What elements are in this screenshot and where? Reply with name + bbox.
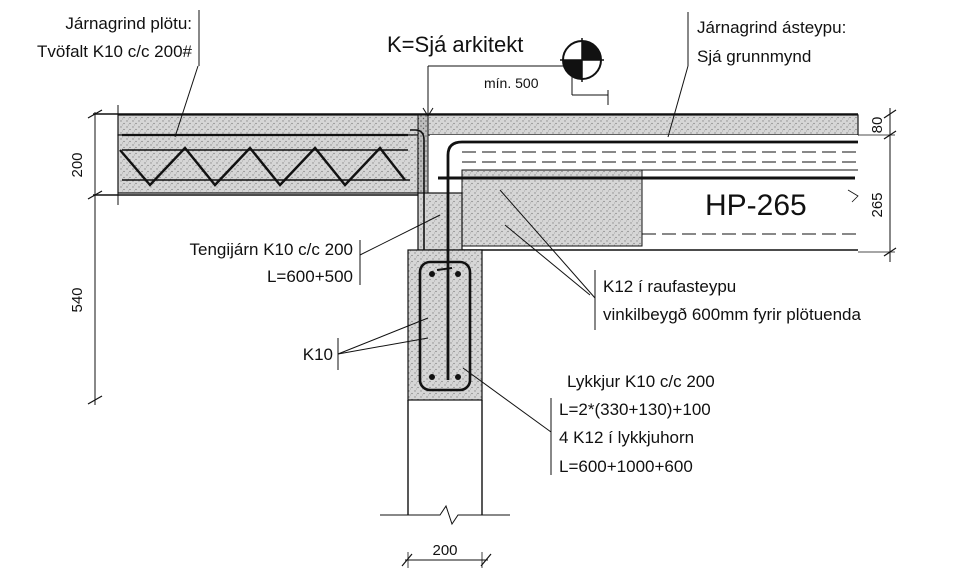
dim-200-bottom: 200 (432, 542, 457, 559)
topping-slab (93, 113, 859, 136)
hp-265-label: HP-265 (705, 189, 807, 222)
leader-lines (174, 10, 689, 475)
hollow-core-slab (430, 135, 858, 251)
joint-strip (417, 114, 429, 196)
dim-200-left: 200 (69, 152, 86, 177)
lykkjur-line1: Lykkjur K10 c/c 200 (567, 372, 715, 391)
dim-265-right: 265 (869, 192, 886, 217)
lykkjur-line3: 4 K12 í lykkjuhorn (559, 428, 694, 447)
right-dimensions (847, 108, 897, 262)
lykkjur-line4: L=600+1000+600 (559, 457, 693, 476)
lykkjur-line2: L=2*(330+130)+100 (559, 400, 711, 419)
tengijarn-line1: Tengijárn K10 c/c 200 (190, 240, 354, 259)
dim-80-right: 80 (869, 117, 886, 134)
dim-540-left: 540 (69, 287, 86, 312)
section-marker-icon (560, 38, 604, 82)
k12-note-line2: vinkilbeygð 600mm fyrir plötuenda (603, 305, 862, 324)
top-left-note-line1: Járnagrind plötu: (65, 14, 192, 33)
k10-label: K10 (303, 345, 333, 364)
top-right-note-line1: Járnagrind ásteypu: (697, 18, 846, 37)
beam-and-wall (380, 129, 858, 526)
left-slab (93, 133, 420, 196)
left-dimensions (87, 109, 103, 405)
min-500-dimension (422, 65, 609, 118)
k12-note-line1: K12 í raufasteypu (603, 277, 736, 296)
top-left-note-line2: Tvöfalt K10 c/c 200# (37, 42, 193, 61)
tengijarn-line2: L=600+500 (267, 267, 353, 286)
bottom-dimension (401, 552, 492, 568)
top-right-note-line2: Sjá grunnmynd (697, 47, 811, 66)
min-500-label: mín. 500 (484, 75, 539, 91)
k-note: K=Sjá arkitekt (387, 32, 523, 57)
